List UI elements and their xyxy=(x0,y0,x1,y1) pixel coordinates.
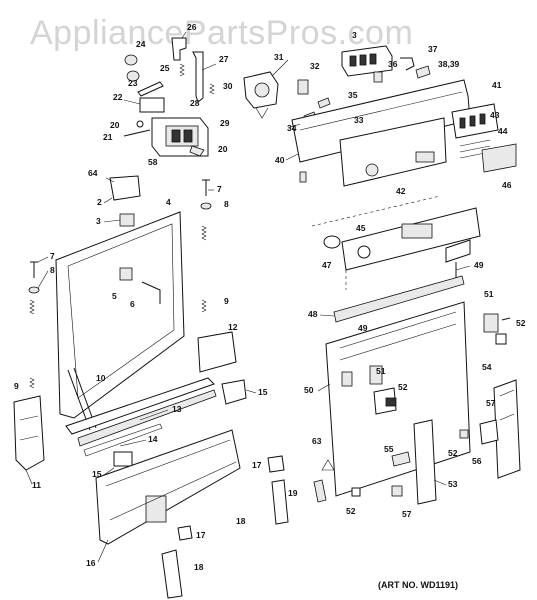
callout-14: 14 xyxy=(148,434,158,444)
callout-57-right: 57 xyxy=(486,398,496,408)
callout-3-lower: 3 xyxy=(96,216,101,226)
callout-55: 55 xyxy=(384,444,394,454)
callout-21: 21 xyxy=(103,132,113,142)
callout-56: 56 xyxy=(472,456,482,466)
callout-41: 41 xyxy=(492,80,502,90)
callout-53: 53 xyxy=(448,479,458,489)
door-inner-assembly xyxy=(13,175,247,471)
lower-panel-assembly xyxy=(95,429,327,599)
callout-52-right: 52 xyxy=(516,318,526,328)
callout-8-right: 8 xyxy=(224,199,229,209)
callout-7-left: 7 xyxy=(50,251,55,261)
leader-lines xyxy=(25,31,471,563)
callout-17-right: 17 xyxy=(252,460,262,470)
callout-44: 44 xyxy=(498,126,508,136)
watermark-text: AppliancePartsPros.com xyxy=(30,14,413,52)
callout-47: 47 xyxy=(322,260,332,270)
callout-49-lower: 49 xyxy=(358,323,368,333)
outer-door-panel xyxy=(321,239,521,505)
callout-54: 54 xyxy=(482,362,492,372)
callout-16: 16 xyxy=(86,558,96,568)
callout-20-upper: 20 xyxy=(110,120,120,130)
callout-32: 32 xyxy=(310,61,320,71)
callout-33: 33 xyxy=(354,115,364,125)
callout-15-left: 15 xyxy=(92,469,102,479)
callout-5: 5 xyxy=(112,291,117,301)
callout-31: 31 xyxy=(274,52,284,62)
art-number: (ART NO. WD1191) xyxy=(378,580,458,590)
upper-left-assembly xyxy=(123,37,279,157)
callout-19: 19 xyxy=(288,488,298,498)
callout-8-left: 8 xyxy=(50,265,55,275)
callout-28: 28 xyxy=(190,98,200,108)
callout-49-upper: 49 xyxy=(474,260,484,270)
callout-37: 37 xyxy=(428,44,438,54)
callout-11: 11 xyxy=(32,480,41,490)
callout-3-upper: 3 xyxy=(352,30,357,40)
callout-29: 29 xyxy=(220,118,230,128)
callout-46: 46 xyxy=(502,180,512,190)
callout-50: 50 xyxy=(304,385,314,395)
callout-18-right: 18 xyxy=(236,516,246,526)
callout-36: 36 xyxy=(388,59,398,69)
callout-2: 2 xyxy=(97,197,102,207)
callout-22: 22 xyxy=(113,92,123,102)
callout-24: 24 xyxy=(136,39,146,49)
callout-4: 4 xyxy=(166,197,171,207)
callout-20-lower: 20 xyxy=(218,144,228,154)
callout-13: 13 xyxy=(172,404,182,414)
callout-12: 12 xyxy=(228,322,238,332)
callout-52-lower-right: 52 xyxy=(448,448,458,458)
callout-35: 35 xyxy=(348,90,358,100)
callout-9-right: 9 xyxy=(224,296,229,306)
callout-27: 27 xyxy=(219,54,229,64)
callout-58: 58 xyxy=(148,157,158,167)
callout-6: 6 xyxy=(130,299,135,309)
callout-48: 48 xyxy=(308,309,318,319)
callout-30: 30 xyxy=(223,81,233,91)
callout-38-39: 38,39 xyxy=(438,59,460,69)
callout-63: 63 xyxy=(312,436,322,446)
callout-26: 26 xyxy=(187,22,197,32)
callout-labels: 26 24 25 27 23 22 28 30 20 21 29 58 20 3… xyxy=(14,22,526,572)
control-panel-assembly xyxy=(291,45,517,290)
callout-40: 40 xyxy=(275,155,285,165)
callout-42: 42 xyxy=(396,186,406,196)
callout-10: 10 xyxy=(96,373,106,383)
callout-17-left: 17 xyxy=(196,530,206,540)
callout-15-right: 15 xyxy=(258,387,268,397)
callout-25: 25 xyxy=(160,63,170,73)
callout-18-left: 18 xyxy=(194,562,204,572)
callout-51-center: 51 xyxy=(376,366,386,376)
callout-9-left: 9 xyxy=(14,381,19,391)
callout-64: 64 xyxy=(88,168,98,178)
callout-52-bottom: 52 xyxy=(346,506,356,516)
callout-52-center: 52 xyxy=(398,382,408,392)
callout-43: 43 xyxy=(490,110,500,120)
callout-51-right: 51 xyxy=(484,289,494,299)
callout-57-bottom: 57 xyxy=(402,509,412,519)
callout-34: 34 xyxy=(287,123,297,133)
callout-23: 23 xyxy=(128,78,138,88)
callout-7-right: 7 xyxy=(217,184,222,194)
callout-45: 45 xyxy=(356,223,366,233)
